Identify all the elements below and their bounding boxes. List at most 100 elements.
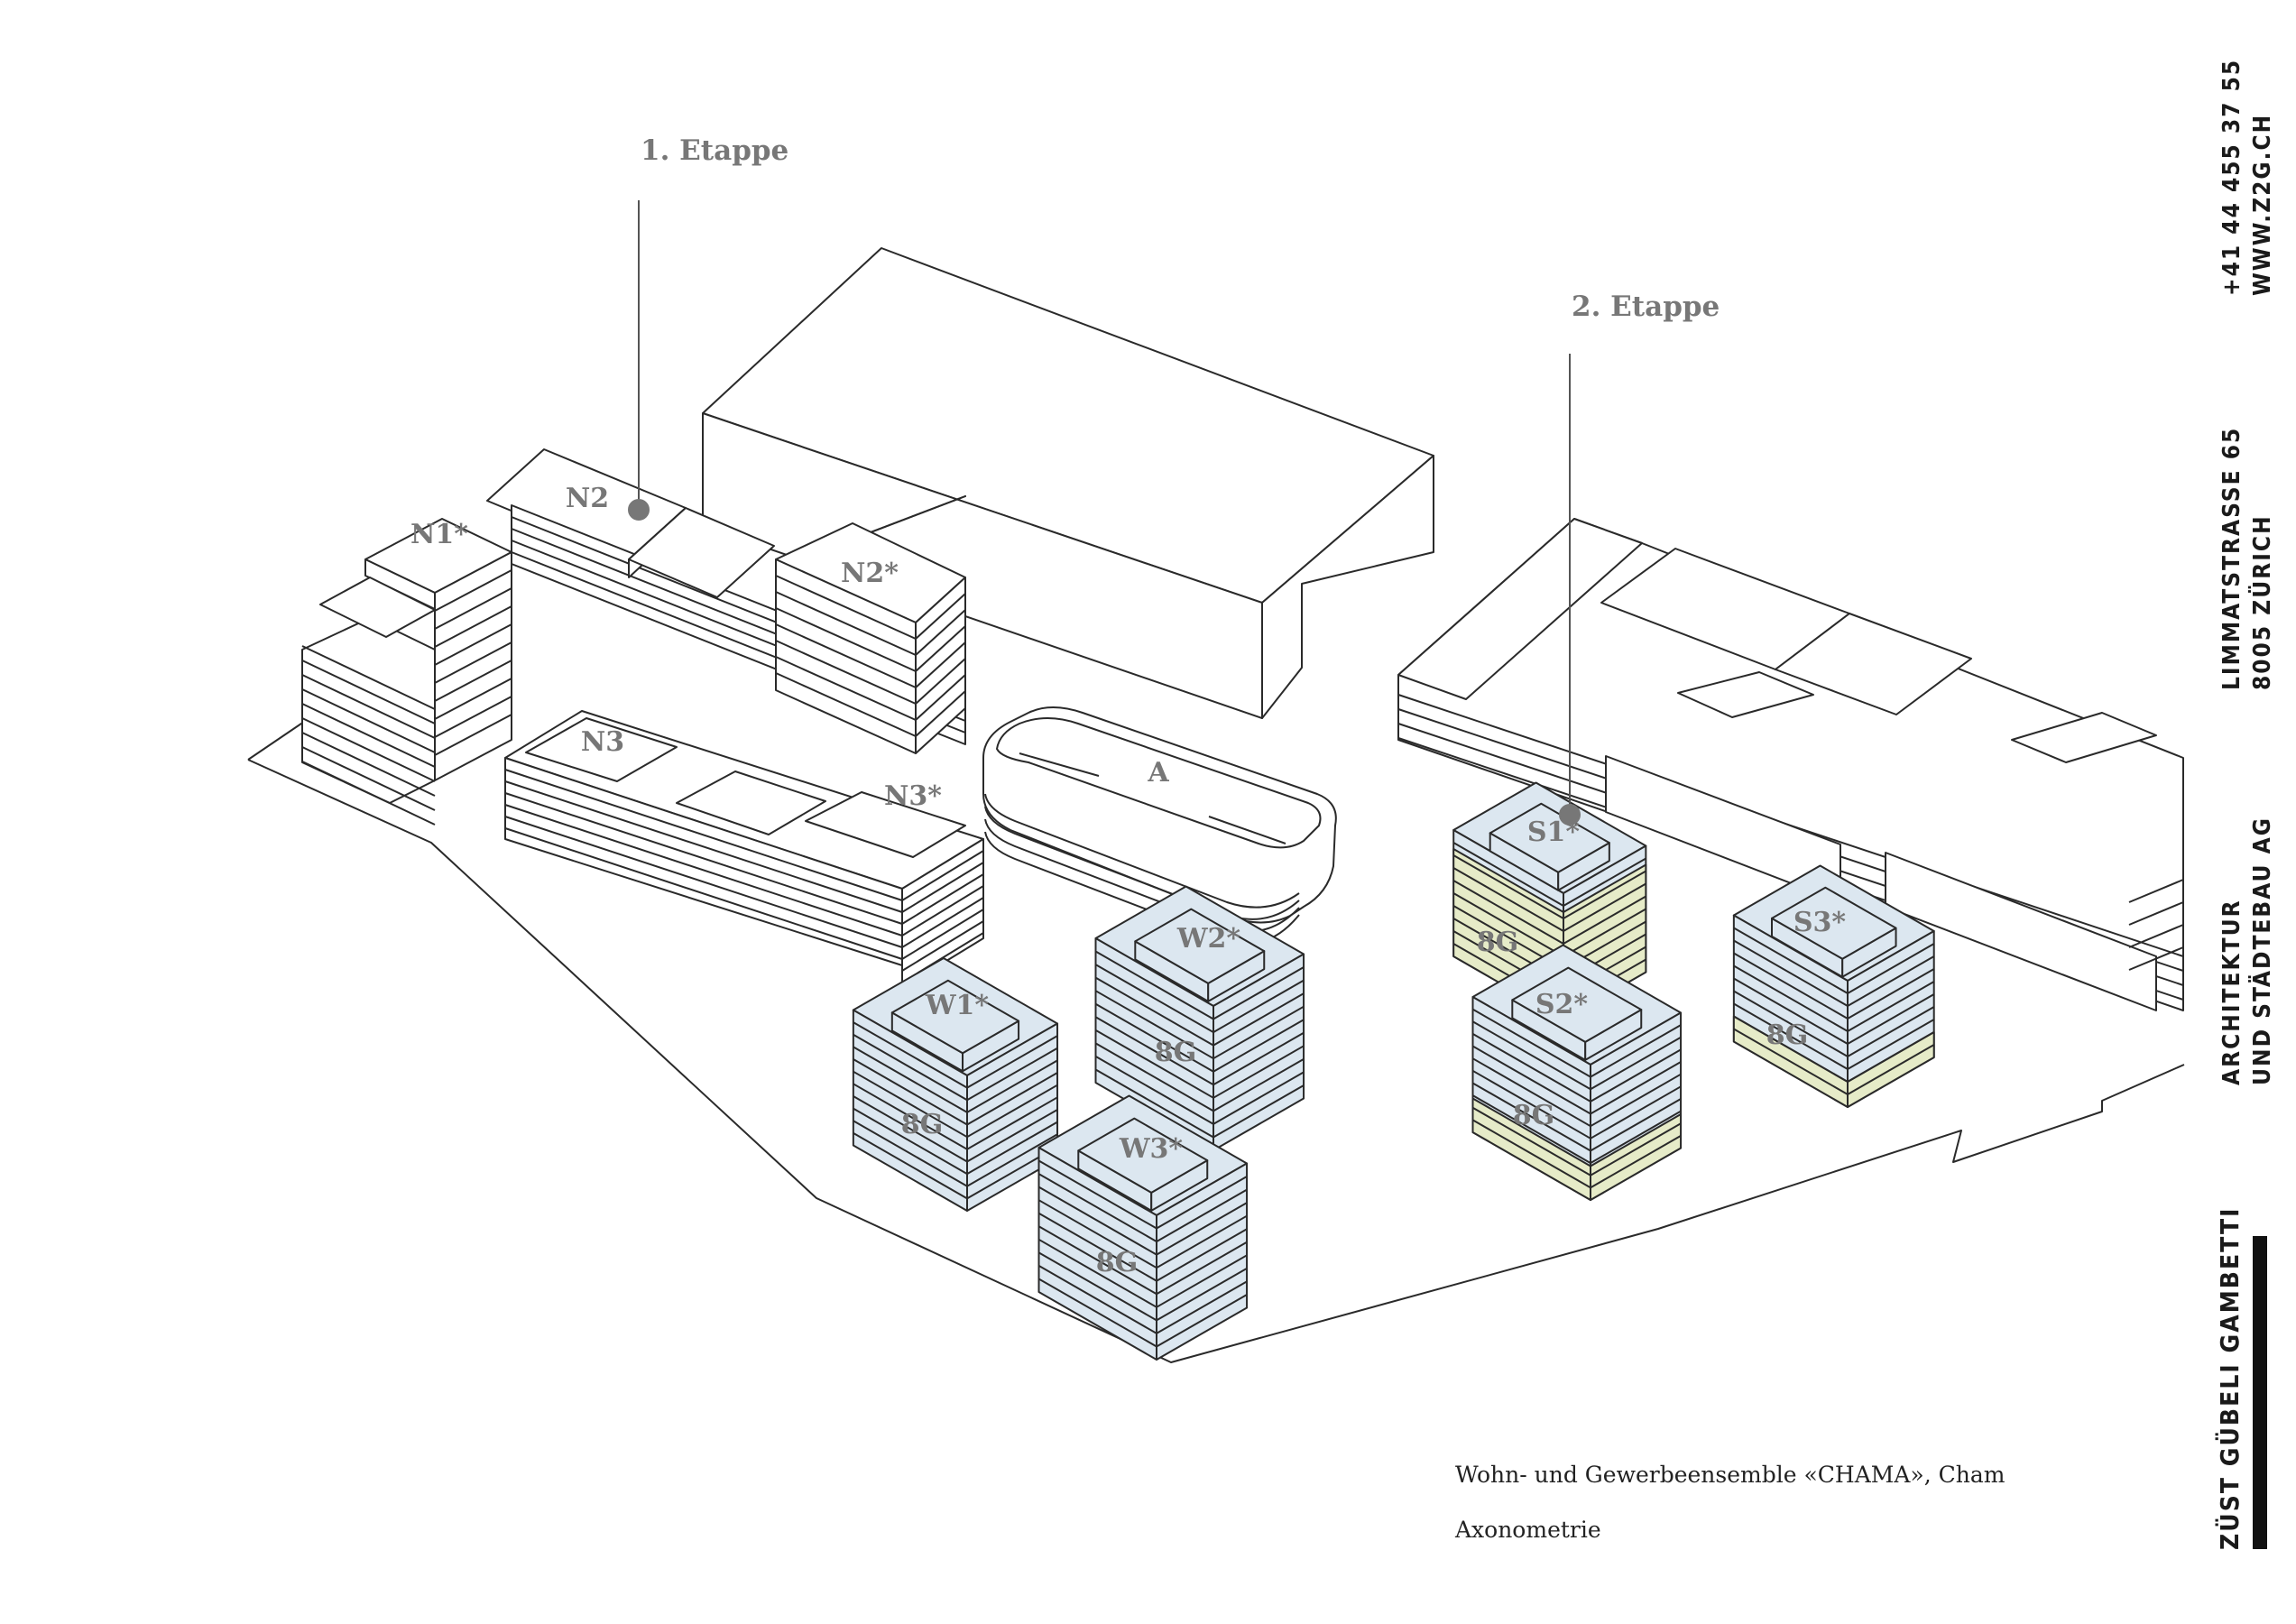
floor-line: [434, 660, 512, 702]
floor-line: [901, 862, 984, 913]
label-w2-floors: 8G: [1155, 1037, 1197, 1068]
label-n2-star: N2*: [841, 558, 899, 589]
floor-line: [915, 674, 966, 721]
floor-line: [1847, 993, 1935, 1045]
floor-line: [1563, 882, 1646, 932]
floor-line: [1452, 854, 1564, 919]
cap-roof: [890, 979, 1020, 1055]
floor-line: [434, 623, 512, 666]
sidebar-firm-name: ZÜST GÜBELI GAMBETTI: [2215, 1206, 2245, 1550]
floor-line: [1038, 1278, 1157, 1348]
floor-line: [1095, 1016, 1214, 1086]
floor-line: [853, 1095, 968, 1163]
floor-line: [1213, 1031, 1305, 1086]
address-street: LIMMATSTRASSE 65: [2218, 426, 2245, 690]
floor-line: [1156, 1188, 1248, 1242]
east-wing: [1397, 518, 1643, 700]
label-w3-star: W3*: [1119, 1133, 1184, 1165]
floor-line: [1038, 1251, 1157, 1322]
east-bar-2: [1885, 852, 2157, 1011]
floor-line: [434, 569, 512, 612]
floor-line: [853, 1120, 968, 1187]
building-w3: [1037, 1094, 1249, 1361]
label-n2: N2: [566, 483, 609, 514]
floor-line: [1095, 964, 1214, 1033]
building-w1: [852, 957, 1059, 1212]
floor-line: [1038, 1238, 1157, 1308]
firm-name: ZÜST GÜBELI GAMBETTI: [2215, 1206, 2245, 1550]
floor-line: [1590, 1048, 1682, 1103]
floor-line: [301, 746, 436, 811]
floor-line: [1213, 1071, 1305, 1125]
floor-line: [1156, 1241, 1248, 1296]
east-court-2: [1775, 613, 1972, 715]
floor-line: [434, 605, 512, 648]
floor-line: [301, 761, 436, 826]
floor-line: [1095, 1042, 1214, 1112]
label-s2-floors: 8G: [1513, 1100, 1555, 1131]
floor-line: [1452, 842, 1564, 907]
description-line-1: ARCHITEKTUR: [2218, 899, 2245, 1085]
floor-line: [1095, 1002, 1214, 1073]
floor-line: [434, 714, 512, 756]
floor-line: [853, 1107, 968, 1175]
floor-line: [1733, 1028, 1849, 1095]
floor-line: [1472, 1020, 1591, 1091]
sidebar-contact: +41 44 455 37 55 WWW.Z2G.CH: [2217, 59, 2278, 296]
floor-line: [1590, 1061, 1682, 1115]
floor-line: [966, 1096, 1058, 1150]
floor-line: [1733, 1002, 1849, 1070]
floor-line: [301, 645, 436, 710]
floor-line: [853, 1046, 968, 1113]
label-w1-floors: 8G: [901, 1109, 944, 1140]
floor-line: [301, 703, 436, 768]
floor-line: [853, 1070, 968, 1139]
cap-roof: [1489, 802, 1610, 873]
floor-line: [1213, 1057, 1305, 1112]
project-title: Wohn- und Gewerbeensemble «CHAMA», Cham: [1455, 1462, 2006, 1488]
label-s1-floors: 8G: [1477, 927, 1519, 958]
floor-line: [1847, 943, 1935, 994]
floor-line: [901, 850, 984, 901]
contact-web: WWW.Z2G.CH: [2249, 113, 2276, 296]
floor-line: [1095, 990, 1214, 1060]
floor-line: [1038, 1225, 1157, 1296]
floor-line: [301, 688, 436, 753]
floor-line: [966, 1072, 1058, 1126]
floor-line: [1156, 1254, 1248, 1308]
label-s2-star: S2*: [1535, 989, 1589, 1020]
description-line-2: UND STÄDTEBAU AG: [2249, 817, 2276, 1085]
n3-star-roof: [805, 791, 966, 858]
drawing-type: Axonometrie: [1454, 1517, 1601, 1543]
floor-line: [1156, 1294, 1248, 1348]
label-s3-star: S3*: [1793, 907, 1847, 938]
floor-line: [1038, 1159, 1157, 1230]
floor-line: [915, 658, 966, 705]
floor-line: [1213, 979, 1305, 1033]
floor-line: [504, 792, 903, 925]
floor-line: [775, 640, 917, 705]
building-n2-star-body: [775, 522, 966, 754]
hall-side: [1261, 455, 1434, 719]
floor-line: [915, 690, 966, 737]
floor-line: [1156, 1202, 1248, 1256]
address-city: 8005 ZÜRICH: [2249, 514, 2276, 690]
floor-line: [1590, 1122, 1682, 1176]
floor-line: [901, 909, 984, 960]
floor-line: [775, 656, 917, 721]
stage-2-marker: [1559, 804, 1581, 826]
floor-line: [1733, 990, 1849, 1057]
floor-line: [1213, 1005, 1305, 1060]
floor-line: [853, 1021, 968, 1089]
floor-line: [301, 732, 436, 797]
floor-line: [1847, 981, 1935, 1032]
floor-line: [1095, 1029, 1214, 1099]
floor-line: [901, 885, 984, 937]
floor-line: [301, 674, 436, 739]
floor-line: [1590, 1110, 1682, 1164]
floor-line: [901, 897, 984, 948]
floor-line: [1472, 1082, 1591, 1152]
outline: [247, 759, 2185, 1363]
floor-line: [1733, 977, 1849, 1045]
